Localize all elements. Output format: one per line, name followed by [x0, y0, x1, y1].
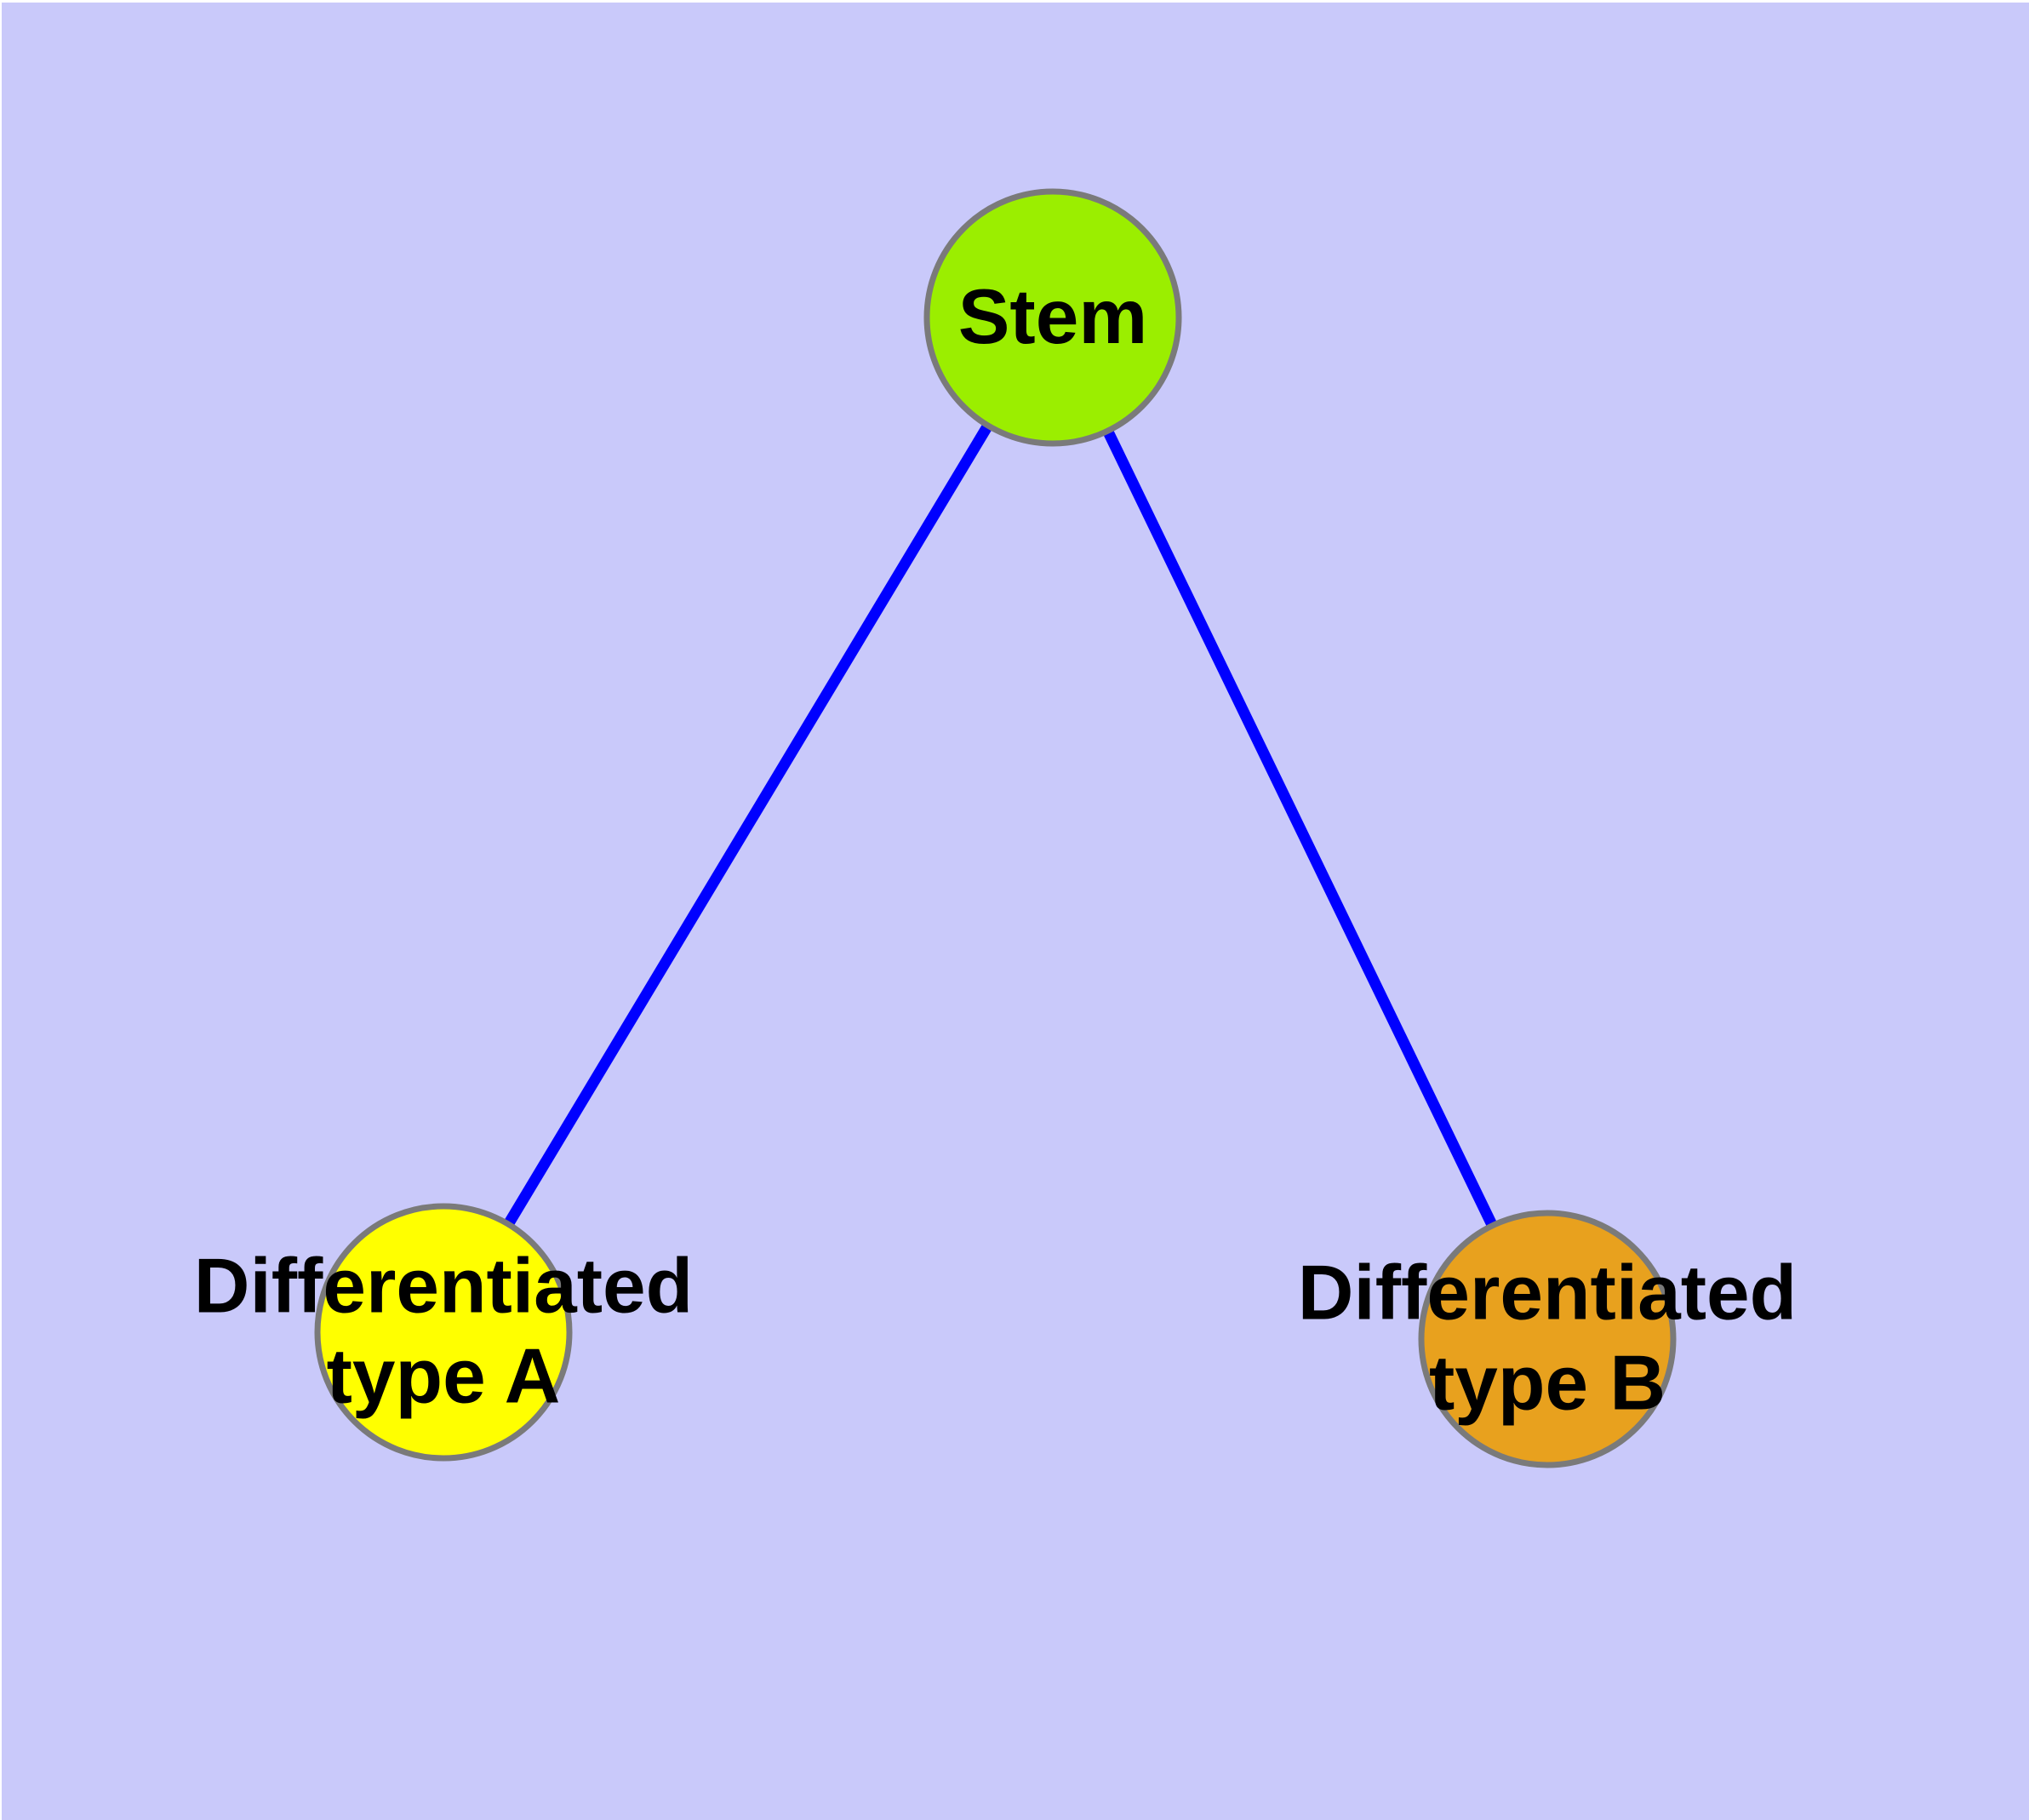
node-differentiated-type-a: [314, 1203, 573, 1462]
node-differentiated-type-b: [1418, 1210, 1677, 1468]
edge-stem-to-type-a: [438, 314, 1058, 1336]
edge-stem-to-type-b: [1048, 315, 1552, 1342]
node-stem: [923, 188, 1182, 447]
